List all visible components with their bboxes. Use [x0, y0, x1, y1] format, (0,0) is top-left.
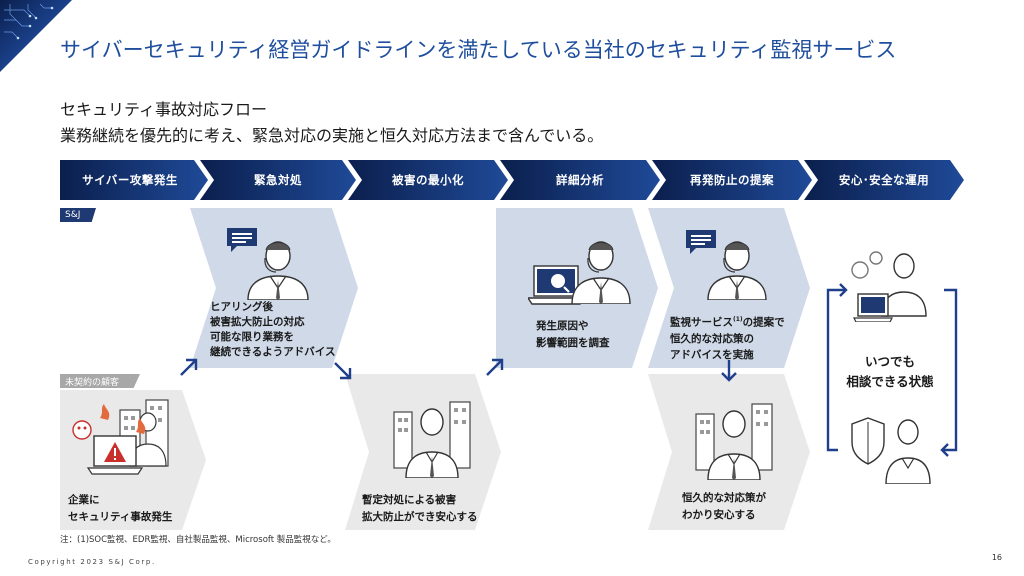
- copyright: Copyright 2023 S&J Corp.: [28, 558, 156, 566]
- security-incident-icon: [72, 399, 169, 475]
- phase-safe-operation: 安心･安全な運用: [838, 173, 930, 187]
- phase-emergency-response: 緊急対処: [254, 173, 302, 187]
- phase-detailed-analysis: 詳細分析: [556, 173, 604, 187]
- operator-person-icon: [247, 241, 309, 300]
- phase-damage-minimization: 被害の最小化: [392, 173, 464, 187]
- hearing-text: ヒアリング後 被害拡大防止の対応 可能な限り業務を 継続できるようアドバイス: [210, 301, 336, 358]
- page-title: サイバーセキュリティ経営ガイドラインを満たしている当社のセキュリティ監視サービス: [60, 38, 897, 62]
- permanent-text: 恒久的な対応策が わかり安心する: [682, 492, 766, 521]
- annotation-note: 注：(1)SOC監視、EDR監視、自社製品監視、Microsoft 製品監視など…: [60, 535, 336, 545]
- proposal-text: 監視サービス(1)の提案で 恒久的な対応策の アドバイスを実施: [670, 312, 785, 363]
- protected-customer-icon: [851, 417, 931, 484]
- analyst-person-icon: [571, 241, 631, 304]
- relief-text: 暫定対処による被害 拡大防止ができ安心する: [362, 494, 478, 523]
- subtitle-line-2: 業務継続を優先的に考え、緊急対応の実施と恒久対応方法まで含んでいる。: [60, 126, 604, 145]
- always-consult-text: いつでも 相談できる状態: [846, 354, 934, 389]
- monitoring-operator-icon: [851, 251, 927, 322]
- phase-chevrons: [60, 160, 964, 200]
- laptop-search-icon: [528, 265, 584, 305]
- subtitle-line-1: セキュリティ事故対応フロー: [60, 100, 268, 119]
- corner-decoration: [0, 0, 72, 72]
- subtitle: セキュリティ事故対応フロー 業務継続を優先的に考え、緊急対応の実施と恒久対応方法…: [60, 97, 603, 149]
- chat-bubble-icon-2: [686, 230, 716, 254]
- cycle-arrows-icon: [826, 283, 958, 457]
- arrow-down-icon: [721, 360, 737, 382]
- page-number: 16: [991, 553, 1002, 562]
- consultant-person-icon: [707, 241, 767, 300]
- sj-tag: S&J: [60, 208, 96, 222]
- arrow-down-right-icon: [334, 362, 352, 380]
- phase-cyber-attack: サイバー攻撃発生: [82, 173, 178, 187]
- incident-text: 企業に セキュリティ事故発生: [68, 494, 173, 523]
- analysis-text: 発生原因や 影響範囲を調査: [536, 320, 610, 349]
- arrow-up-right-icon: [180, 358, 198, 376]
- chat-bubble-icon: [227, 228, 257, 252]
- proposal-line-1: 監視サービス(1)の提案で: [670, 316, 785, 329]
- phase-recurrence-prevention: 再発防止の提案: [690, 173, 774, 187]
- relieved-customer-icon: [393, 401, 471, 478]
- arrow-up-right-icon-2: [486, 358, 504, 376]
- non-contract-tag: 未契約の顧客: [60, 374, 140, 388]
- assured-customer-icon: [695, 403, 773, 480]
- phase-bar: サイバー攻撃発生 緊急対処 被害の最小化 詳細分析 再発防止の提案 安心･安全な…: [60, 160, 964, 200]
